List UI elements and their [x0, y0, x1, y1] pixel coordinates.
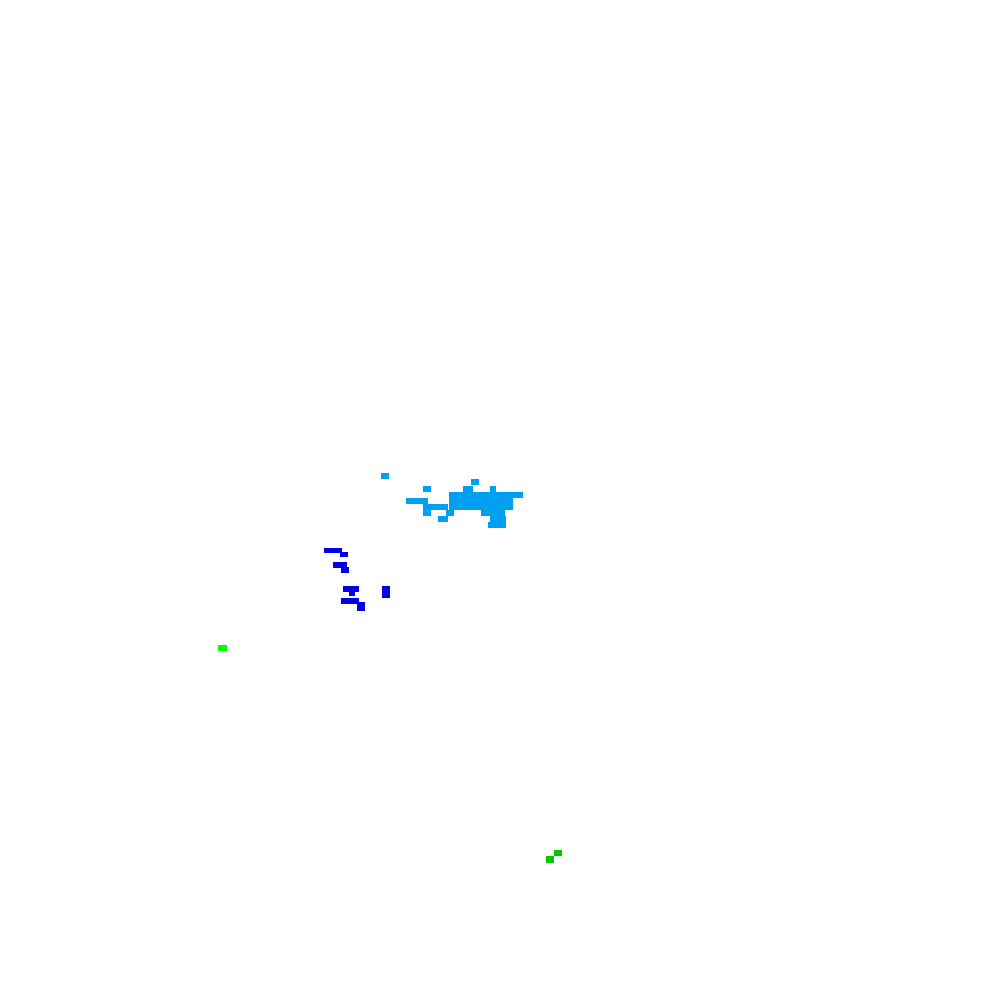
raster-cell [463, 486, 473, 492]
green-cluster [546, 850, 562, 863]
raster-cell [406, 498, 428, 504]
raster-cell [546, 856, 554, 863]
blue-cluster [324, 548, 390, 611]
raster-cell [333, 562, 347, 568]
raster-cell [423, 504, 431, 516]
raster-cell [449, 492, 523, 498]
raster-cell [423, 486, 431, 492]
raster-cell [382, 586, 390, 598]
raster-cell [554, 850, 562, 856]
raster-cell [357, 602, 365, 611]
raster-cell [341, 567, 349, 573]
raster-cell [343, 586, 359, 592]
raster-cell [428, 504, 448, 510]
light-blue-cluster [381, 473, 523, 528]
raster-cell [488, 522, 506, 528]
raster-cell [490, 486, 496, 492]
raster-cell [218, 645, 227, 651]
raster-cell [324, 548, 342, 553]
raster-cell [341, 598, 359, 604]
bright-green-cluster [218, 645, 227, 651]
raster-cell [490, 516, 506, 522]
raster-cell [446, 510, 454, 516]
raster-cell [340, 552, 348, 557]
raster-cell [449, 498, 513, 510]
cluster-layer [218, 473, 562, 863]
raster-cell [438, 516, 448, 522]
raster-cell [471, 479, 479, 485]
raster-cell [481, 510, 505, 516]
raster-cell [349, 592, 355, 596]
raster-cell [381, 473, 389, 479]
